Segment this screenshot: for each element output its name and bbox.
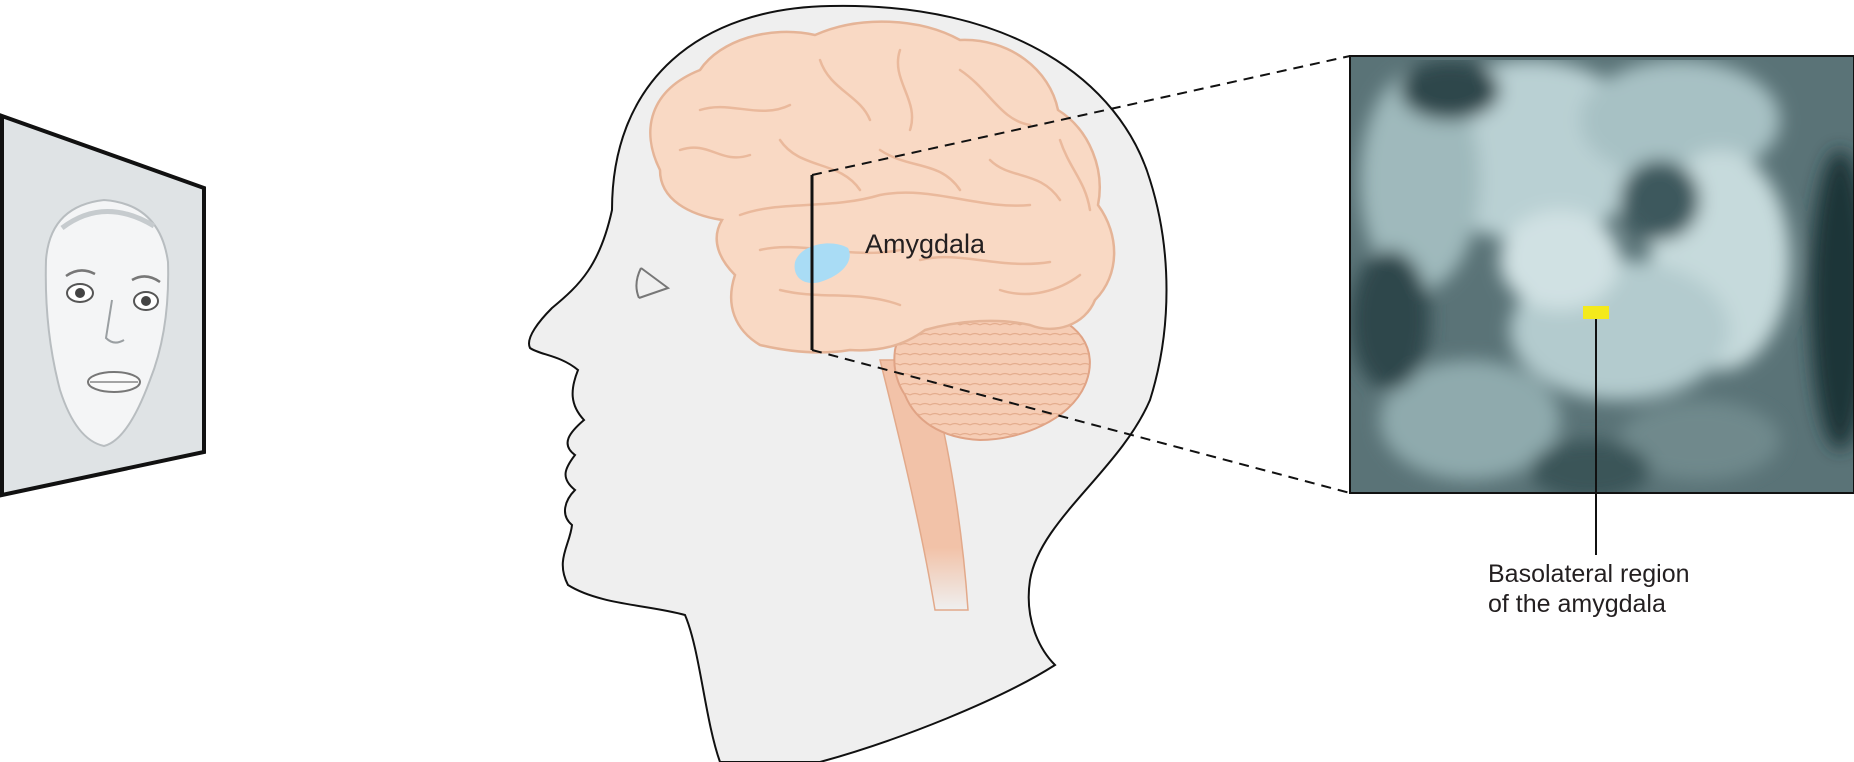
face-stimulus-screen (0, 113, 206, 498)
cerebellum (893, 308, 1091, 442)
amygdala-region (794, 243, 850, 284)
eye-icon (635, 267, 671, 299)
basolateral-label-line2: of the amygdala (1488, 590, 1666, 618)
basolateral-marker (1583, 306, 1609, 319)
brain-cerebrum (649, 20, 1116, 354)
mri-scan (1350, 56, 1854, 493)
zoom-connector-lines (811, 55, 1351, 494)
basolateral-label-line1: Basolateral region (1488, 560, 1690, 588)
amygdala-label: Amygdala (865, 229, 986, 259)
fearful-face-icon (44, 198, 170, 448)
